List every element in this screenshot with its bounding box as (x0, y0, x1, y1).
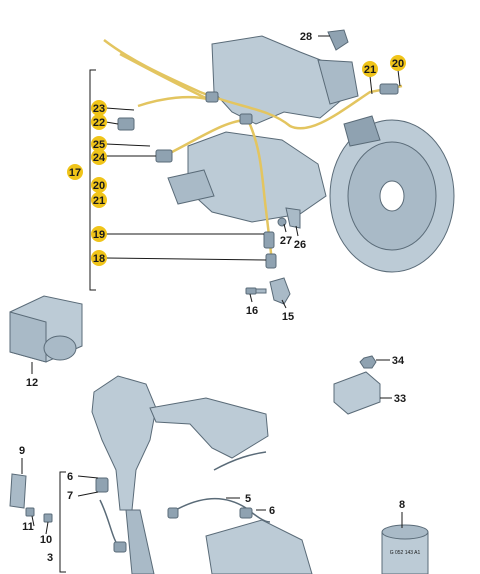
bracket-26-27 (277, 207, 301, 229)
label-6-left: 6 (67, 471, 73, 483)
callout-18: 18 (91, 250, 107, 266)
brake-disc (329, 115, 455, 273)
rear-subframe (211, 35, 359, 125)
label-26: 26 (294, 239, 306, 251)
lower-hub (205, 519, 313, 574)
callout-19: 19 (91, 226, 107, 242)
callout-24: 24 (91, 149, 107, 165)
callout-20-left: 20 (91, 177, 107, 193)
callout-23: 23 (91, 100, 107, 116)
abs-control-unit (9, 295, 83, 363)
bolt-16 (245, 287, 267, 295)
callout-25: 25 (91, 136, 107, 152)
label-6-right: 6 (269, 505, 275, 517)
group-bracket-3 (59, 471, 66, 573)
label-11: 11 (22, 521, 34, 533)
label-12: 12 (26, 377, 38, 389)
wiring-harness (103, 39, 403, 263)
plain-labels: 28 27 26 16 15 12 34 33 9 6 7 11 10 3 5 … (19, 31, 406, 564)
clip-28 (327, 29, 349, 51)
label-8: 8 (399, 499, 405, 511)
svg-text:20: 20 (93, 180, 105, 192)
svg-text:23: 23 (93, 103, 105, 115)
label-33: 33 (394, 393, 406, 405)
nut-34 (359, 355, 377, 369)
svg-text:17: 17 (69, 167, 81, 179)
label-5: 5 (245, 493, 251, 505)
svg-text:21: 21 (93, 195, 105, 207)
bolt-10-11 (25, 507, 53, 523)
speed-sensor-15 (269, 277, 291, 305)
svg-text:21: 21 (364, 64, 376, 76)
control-arm (149, 397, 269, 459)
callouts: 23 22 25 24 17 20 21 19 18 21 20 (67, 55, 406, 266)
callout-17: 17 (67, 164, 83, 180)
label-7: 7 (67, 490, 73, 502)
group-bracket-17 (89, 69, 96, 291)
part-code: G 052 143 A1 (390, 550, 421, 556)
harness-connectors (117, 83, 399, 269)
sensor-33 (333, 371, 381, 415)
label-15: 15 (282, 311, 294, 323)
label-16: 16 (246, 305, 258, 317)
label-9: 9 (19, 445, 25, 457)
bracket-9 (9, 473, 27, 509)
svg-text:18: 18 (93, 253, 105, 265)
label-34: 34 (392, 355, 405, 367)
label-28: 28 (300, 31, 312, 43)
lower-connectors (95, 477, 253, 553)
callout-20-right: 20 (390, 55, 406, 71)
sleeve-8: G 052 143 A1 (381, 524, 429, 574)
svg-text:24: 24 (93, 152, 106, 164)
svg-text:25: 25 (93, 139, 105, 151)
svg-text:20: 20 (392, 58, 404, 70)
label-10: 10 (40, 534, 52, 546)
strut-assembly (91, 375, 157, 574)
label-3: 3 (47, 552, 53, 564)
svg-text:22: 22 (93, 117, 105, 129)
wheel-knuckle (167, 131, 327, 223)
callout-21-right: 21 (362, 61, 378, 77)
label-27: 27 (280, 235, 292, 247)
callout-22: 22 (91, 114, 107, 130)
leader-lines (21, 35, 403, 535)
svg-text:19: 19 (93, 229, 105, 241)
callout-21-left: 21 (91, 192, 107, 208)
